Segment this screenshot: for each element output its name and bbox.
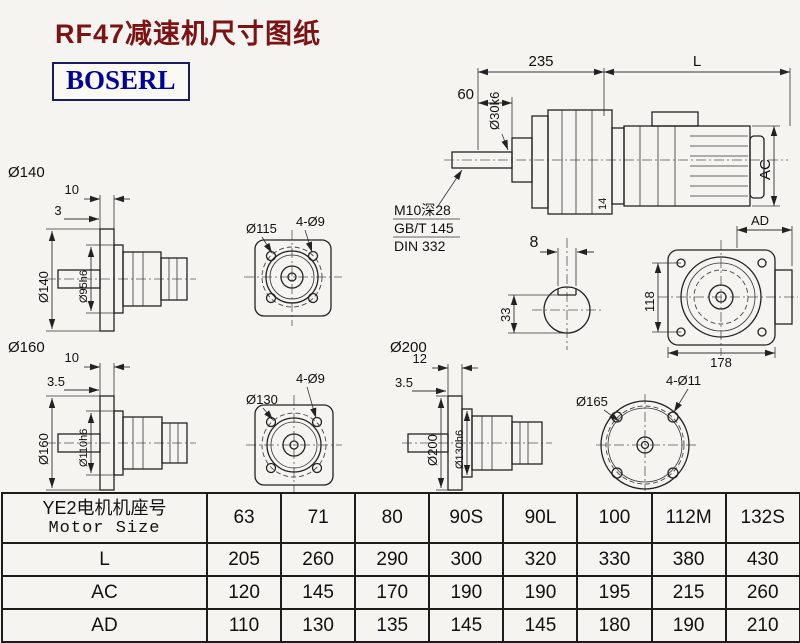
dim-8-label: 8 bbox=[530, 234, 539, 251]
flange140-front-view: 4-Ø9 Ø115 bbox=[244, 214, 342, 326]
motor-size-header-cn: YE2电机机座号 bbox=[42, 497, 167, 518]
flange200-od-label: Ø200 bbox=[425, 434, 440, 466]
dim-value-cell: 135 bbox=[354, 608, 431, 643]
flange200-side-view: Ø200 12 3.5 Ø200 Ø130h6 bbox=[390, 339, 552, 491]
table-row-L: L 205 260 290 300 320 330 380 430 bbox=[1, 542, 800, 577]
bolt-circle-115-label: Ø115 bbox=[246, 221, 277, 236]
shaft-dia-label: Ø30k6 bbox=[487, 92, 502, 130]
dim-row-label: AC bbox=[1, 575, 208, 610]
flange200-spigot-label: Ø130h6 bbox=[454, 430, 466, 469]
motor-rear-view: Ø165 4-Ø11 bbox=[576, 373, 701, 491]
dim-value-cell: 195 bbox=[576, 575, 653, 610]
dim-value-cell: 430 bbox=[724, 542, 800, 577]
flange160-side-view: Ø160 10 3.5 Ø160 Ø110h6 bbox=[8, 339, 196, 491]
dim-value-cell: 300 bbox=[428, 542, 505, 577]
dim-L-label: L bbox=[693, 53, 701, 70]
dim-35a-label: 3.5 bbox=[47, 374, 65, 389]
dim-value-cell: 180 bbox=[576, 608, 653, 643]
dim-value-cell: 290 bbox=[354, 542, 431, 577]
dim-value-cell: 330 bbox=[576, 542, 653, 577]
dim-value-cell: 190 bbox=[502, 575, 579, 610]
flange140-side-view: Ø140 10 3 Ø140 Ø95h6 bbox=[8, 164, 196, 332]
dim-value-cell: 210 bbox=[724, 608, 800, 643]
dim-value-cell: 215 bbox=[650, 575, 727, 610]
dim-value-cell: 260 bbox=[280, 542, 357, 577]
dim-value-cell: 145 bbox=[428, 608, 505, 643]
motor-size-header-cell: YE2电机机座号 Motor Size bbox=[1, 492, 208, 544]
dim-value-cell: 260 bbox=[724, 575, 800, 610]
shaft-key-section: 8 33 bbox=[498, 234, 604, 350]
flange140-label: Ø140 bbox=[8, 164, 45, 181]
size-col-header: 71 bbox=[280, 492, 357, 544]
dim-60-label: 60 bbox=[457, 86, 474, 103]
bolt-circle-130-label: Ø130 bbox=[246, 392, 278, 407]
size-col-header: 63 bbox=[205, 492, 283, 544]
dim-value-cell: 190 bbox=[650, 608, 727, 643]
flange140-od-label: Ø140 bbox=[36, 271, 51, 303]
size-col-header: 132S bbox=[724, 492, 800, 544]
dim-value-cell: 110 bbox=[205, 608, 283, 643]
flange160-spigot-label: Ø110h6 bbox=[78, 429, 90, 467]
din-note-label: DIN 332 bbox=[394, 238, 446, 254]
assembly-side-view: 235 L 60 Ø30k6 bbox=[444, 53, 791, 215]
dim-value-cell: 120 bbox=[205, 575, 283, 610]
size-col-header: 100 bbox=[576, 492, 653, 544]
dim-row-label: AD bbox=[1, 608, 208, 643]
size-col-header: 112M bbox=[650, 492, 727, 544]
dim-178-label: 178 bbox=[710, 355, 732, 370]
dimension-drawing: 235 L 60 Ø30k6 bbox=[8, 53, 798, 492]
holes-4d9-label-a: 4-Ø9 bbox=[296, 214, 325, 229]
size-col-header: 90L bbox=[502, 492, 579, 544]
flange160-od-label: Ø160 bbox=[36, 433, 51, 465]
size-col-header: 90S bbox=[428, 492, 505, 544]
dim-value-cell: 145 bbox=[502, 608, 579, 643]
dim-value-cell: 320 bbox=[502, 542, 579, 577]
gbt-note-label: GB/T 145 bbox=[394, 220, 454, 236]
flange160-front-view: 4-Ø9 Ø130 bbox=[246, 371, 342, 492]
dim-14-label: 14 bbox=[597, 198, 609, 210]
bolt-circle-165-label: Ø165 bbox=[576, 394, 608, 409]
flange160-label: Ø160 bbox=[8, 339, 45, 356]
dim-118-label: 118 bbox=[642, 291, 657, 312]
motor-size-header-en: Motor Size bbox=[48, 519, 161, 539]
holes-4d9-label-b: 4-Ø9 bbox=[296, 371, 325, 386]
table-row-AC: AC 120 145 170 190 190 195 215 260 bbox=[1, 575, 800, 610]
tap-note-label: M10深28 bbox=[394, 202, 451, 218]
output-rear-view: AD 118 178 bbox=[642, 213, 798, 370]
dim-35b-label: 3.5 bbox=[395, 375, 413, 390]
dim-value-cell: 170 bbox=[354, 575, 431, 610]
dim-value-cell: 205 bbox=[205, 542, 283, 577]
flange200-label: Ø200 bbox=[390, 339, 427, 356]
size-col-header: 80 bbox=[354, 492, 431, 544]
dim-value-cell: 145 bbox=[280, 575, 357, 610]
flange140-spigot-label: Ø95h6 bbox=[78, 270, 90, 303]
dim-row-label: L bbox=[1, 542, 208, 577]
dim-3-label: 3 bbox=[54, 203, 61, 218]
page-title: RF47减速机尺寸图纸 bbox=[55, 19, 322, 49]
dim-AD-label: AD bbox=[751, 213, 769, 228]
motor-size-table: YE2电机机座号 Motor Size 63 71 80 90S 90L 100… bbox=[1, 492, 800, 643]
holes-4d11-label: 4-Ø11 bbox=[666, 373, 701, 388]
dim-10b-label: 10 bbox=[65, 350, 79, 365]
dim-value-cell: 190 bbox=[428, 575, 505, 610]
dim-10-label: 10 bbox=[65, 182, 79, 197]
boserl-logo: BOSERL bbox=[52, 62, 190, 102]
dim-12-label: 12 bbox=[413, 351, 427, 366]
dim-AC-label: AC bbox=[757, 159, 774, 180]
dim-235-label: 235 bbox=[528, 53, 553, 70]
dim-33-label: 33 bbox=[498, 308, 513, 322]
thread-notes: M10深28 GB/T 145 DIN 332 bbox=[393, 169, 463, 254]
table-row-AD: AD 110 130 135 145 145 180 190 210 bbox=[1, 608, 800, 643]
table-header-row: YE2电机机座号 Motor Size 63 71 80 90S 90L 100… bbox=[1, 492, 800, 544]
dim-value-cell: 130 bbox=[280, 608, 357, 643]
dim-value-cell: 380 bbox=[650, 542, 727, 577]
